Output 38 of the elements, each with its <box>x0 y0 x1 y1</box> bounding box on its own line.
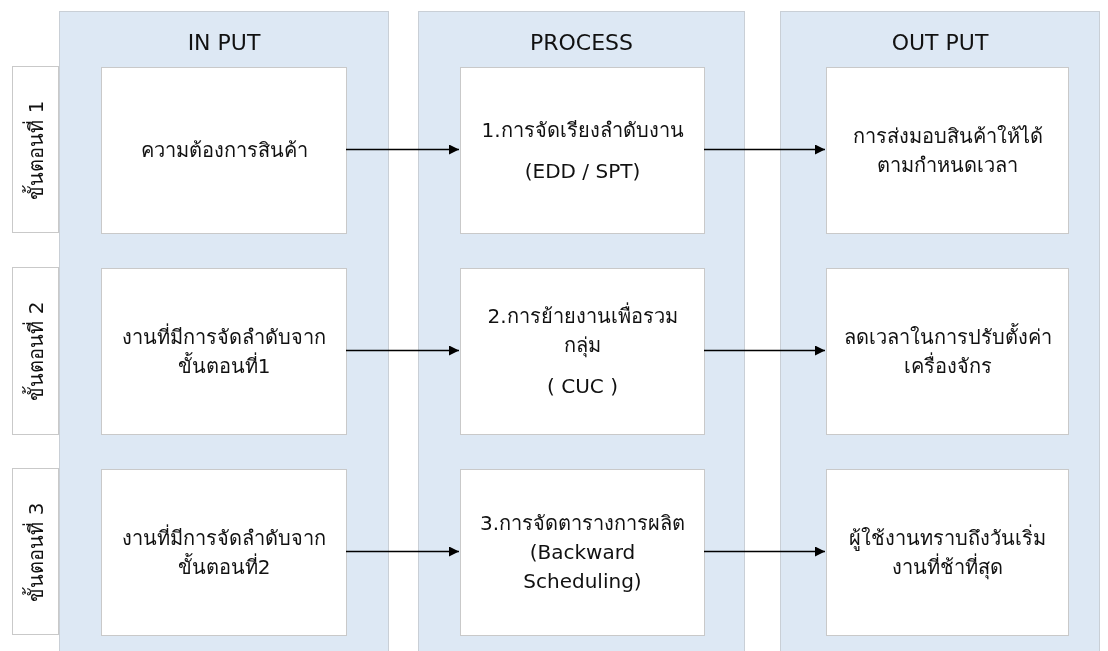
column-heading: PROCESS <box>528 30 635 55</box>
process-box <box>101 67 347 234</box>
box-text: ความต้องการสินค้า <box>140 137 308 164</box>
box-text: 2.การย้ายงานเพื่อรวมกลุ่ม <box>486 302 679 360</box>
arrow <box>703 345 826 356</box>
arrow <box>345 144 460 155</box>
box-text: งานที่มีการจัดลำดับจากขั้นตอนที่2 <box>121 523 327 581</box>
process-box <box>460 268 705 435</box>
step-label: ขั้นตอนที่ 2 <box>21 301 49 401</box>
step-label: ขั้นตอนที่ 3 <box>21 501 49 602</box>
process-box <box>101 268 347 435</box>
step-label-box <box>12 468 59 635</box>
arrow <box>703 546 826 557</box>
step-label: ขั้นตอนที่ 1 <box>21 99 49 200</box>
process-box <box>826 268 1069 435</box>
box-text: งานที่มีการจัดลำดับจากขั้นตอนที่1 <box>121 322 327 380</box>
box-text: ลดเวลาในการปรับตั้งค่าเครื่องจักร <box>842 322 1053 380</box>
arrow <box>703 144 826 155</box>
column-heading: IN PUT <box>186 30 262 55</box>
box-text: 3.การจัดตารางการผลิต (Backward Scheduling) <box>478 510 687 595</box>
box-text: 1.การจัดเรียงลำดับงาน <box>481 116 684 144</box>
process-box <box>101 469 347 636</box>
box-text: ผู้ใช้งานทราบถึงวันเริ่มงานที่ช้าที่สุด <box>848 523 1047 582</box>
process-box <box>460 469 705 636</box>
column-panel <box>59 11 389 651</box>
arrow <box>345 345 460 356</box>
box-text: (EDD / SPT) <box>524 157 641 185</box>
column-panel <box>418 11 745 651</box>
step-label-box <box>12 267 59 435</box>
column-heading: OUT PUT <box>890 30 990 55</box>
step-label-box <box>12 66 59 233</box>
process-box <box>460 67 705 234</box>
box-text: ( CUC ) <box>547 373 618 400</box>
arrow <box>345 546 460 557</box>
box-text: การส่งมอบสินค้าให้ได้ตามกำหนดเวลา <box>851 122 1044 179</box>
column-panel <box>780 11 1100 651</box>
process-box <box>826 469 1069 636</box>
process-box <box>826 67 1069 234</box>
